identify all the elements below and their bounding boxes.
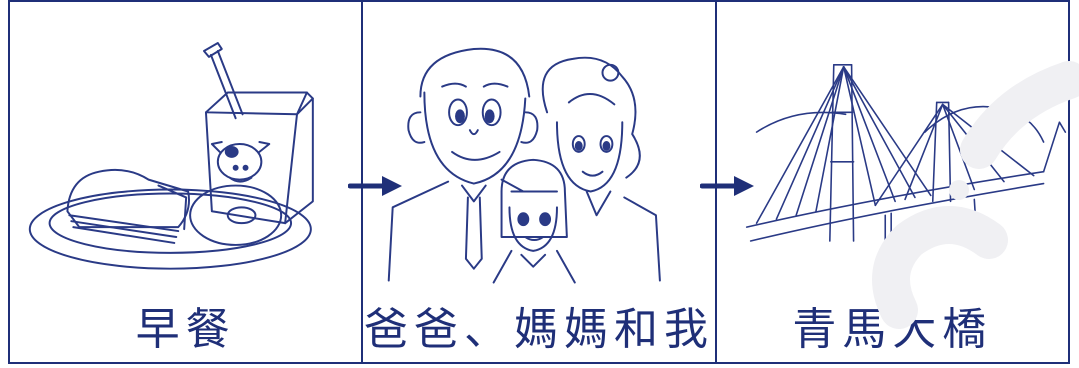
breakfast-illustration xyxy=(28,42,314,270)
watermark xyxy=(872,61,1079,329)
panel-breakfast: 早餐 xyxy=(10,2,361,362)
tsing-ma-bridge-illustration xyxy=(745,64,1066,264)
right-arrow-icon xyxy=(700,176,754,196)
family-illustration xyxy=(388,47,662,284)
panel-family: 爸爸、媽媽和我 xyxy=(361,2,714,362)
right-arrow-icon xyxy=(348,176,402,196)
caption-family: 爸爸、媽媽和我 xyxy=(363,304,714,355)
caption-breakfast: 早餐 xyxy=(135,304,236,355)
